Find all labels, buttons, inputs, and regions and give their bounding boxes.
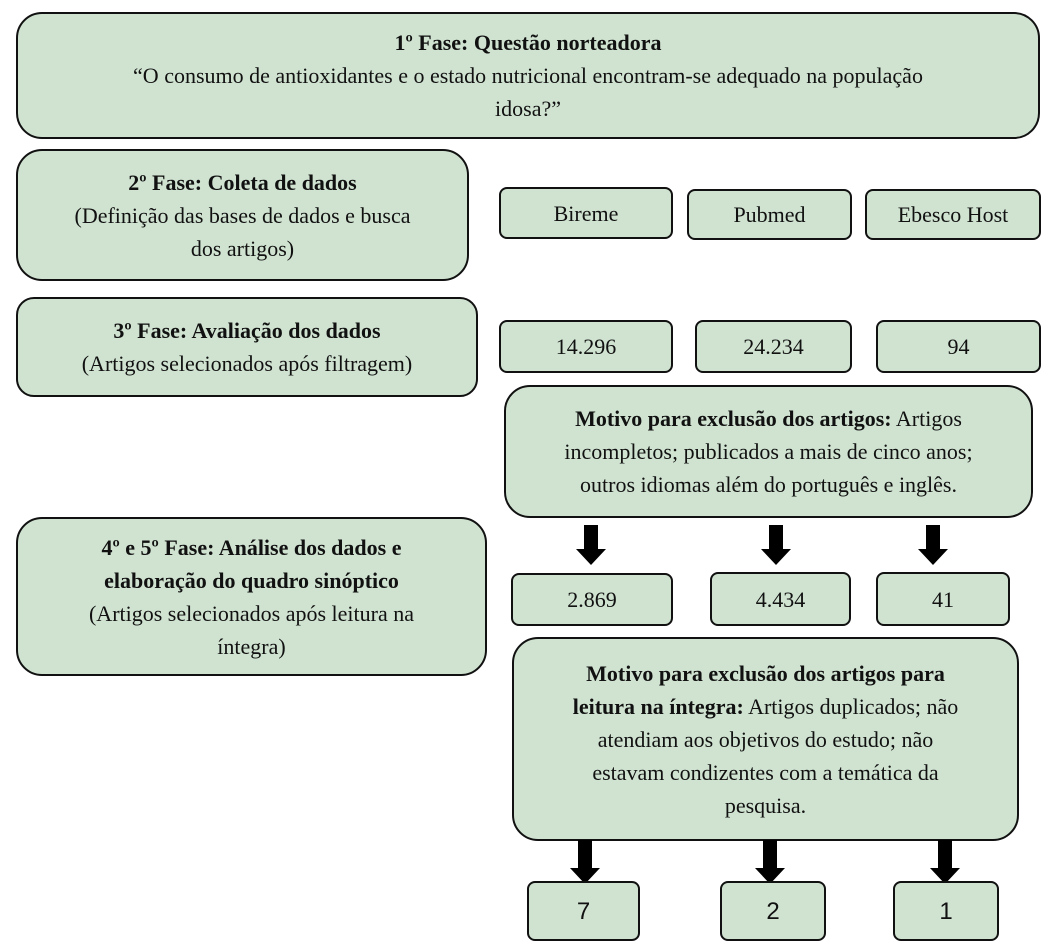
- arrow-down-icon: [576, 525, 606, 565]
- phase45-box: 4º e 5º Fase: Análise dos dados e elabor…: [16, 517, 487, 676]
- exclusion1-label: Motivo para exclusão dos artigos:: [575, 406, 892, 431]
- phase45-title-line2: elaboração do quadro sinóptico: [104, 567, 399, 593]
- count-filter-pubmed: 24.234: [695, 320, 852, 373]
- arrow-down-icon: [918, 525, 948, 565]
- phase45-desc-line1: (Artigos selecionados após leitura na: [88, 600, 414, 626]
- exclusion2-line1: Motivo para exclusão dos artigos para: [586, 660, 945, 686]
- database-label: Ebesco Host: [897, 202, 1009, 227]
- phase3-title: 3º Fase: Avaliação dos dados: [113, 318, 381, 343]
- phase45-title-line1: 4º e 5º Fase: Análise dos dados e: [101, 534, 402, 560]
- exclusion2-line3: atendiam aos objetivos do estudo; não: [597, 726, 934, 752]
- database-label: Pubmed: [733, 202, 806, 227]
- final-count-bireme: 7: [527, 881, 640, 941]
- exclusion-reason-box-2: Motivo para exclusão dos artigos para le…: [512, 637, 1019, 841]
- phase1-question-line1: “O consumo de antioxidantes e o estado n…: [133, 63, 923, 88]
- arrow-down-icon: [761, 525, 791, 565]
- arrow-down-icon: [755, 840, 785, 884]
- database-label: Bireme: [553, 200, 619, 226]
- exclusion1-line1: Motivo para exclusão dos artigos: Artigo…: [575, 402, 962, 435]
- arrow-down-icon: [570, 840, 600, 884]
- final-count-pubmed: 2: [720, 881, 826, 941]
- count-value: 2: [766, 897, 780, 925]
- exclusion1-line1-rest: Artigos: [891, 406, 962, 431]
- database-bireme: Bireme: [499, 187, 673, 239]
- count-value: 41: [932, 586, 954, 612]
- phase2-title: 2º Fase: Coleta de dados: [128, 169, 357, 195]
- count-exclusion-pubmed: 4.434: [710, 572, 851, 626]
- phase1-box: 1º Fase: Questão norteadora “O consumo d…: [16, 12, 1040, 139]
- database-ebesco-host: Ebesco Host: [865, 189, 1041, 240]
- count-value: 24.234: [743, 334, 804, 359]
- count-value: 7: [576, 897, 591, 925]
- exclusion2-line5: pesquisa.: [724, 792, 807, 818]
- phase1-title: 1º Fase: Questão norteadora: [394, 30, 662, 55]
- count-filter-bireme: 14.296: [499, 320, 673, 373]
- exclusion2-line2-rest: Artigos duplicados; não: [743, 693, 959, 719]
- exclusion-reason-box-1: Motivo para exclusão dos artigos: Artigo…: [504, 385, 1033, 518]
- phase3-box: 3º Fase: Avaliação dos dados (Artigos se…: [16, 297, 478, 397]
- phase3-desc: (Artigos selecionados após filtragem): [81, 351, 413, 376]
- phase2-desc-line2: dos artigos): [190, 235, 295, 261]
- phase45-desc-line2: íntegra): [217, 633, 286, 659]
- phase1-question-line2: idosa?”: [495, 96, 561, 121]
- count-value: 94: [947, 334, 970, 359]
- count-value: 2.869: [567, 587, 617, 612]
- final-count-ebesco: 1: [893, 881, 999, 941]
- exclusion2-line4: estavam condizentes com a temática da: [592, 759, 939, 785]
- count-value: 4.434: [755, 586, 806, 612]
- count-value: 1: [939, 897, 953, 925]
- phase2-desc-line1: (Definição das bases de dados e busca: [74, 202, 411, 228]
- database-pubmed: Pubmed: [687, 189, 852, 240]
- count-filter-ebesco: 94: [876, 320, 1041, 373]
- count-exclusion-bireme: 2.869: [511, 573, 673, 626]
- exclusion2-label: leitura na íntegra:: [572, 693, 744, 719]
- count-exclusion-ebesco: 41: [876, 572, 1010, 626]
- count-value: 14.296: [555, 334, 617, 359]
- exclusion2-line2: leitura na íntegra: Artigos duplicados; …: [573, 690, 959, 723]
- phase2-box: 2º Fase: Coleta de dados (Definição das …: [16, 149, 469, 281]
- exclusion1-line2: incompletos; publicados a mais de cinco …: [564, 439, 973, 464]
- arrow-down-icon: [930, 840, 960, 884]
- exclusion1-line3: outros idiomas além do português e inglê…: [580, 472, 957, 497]
